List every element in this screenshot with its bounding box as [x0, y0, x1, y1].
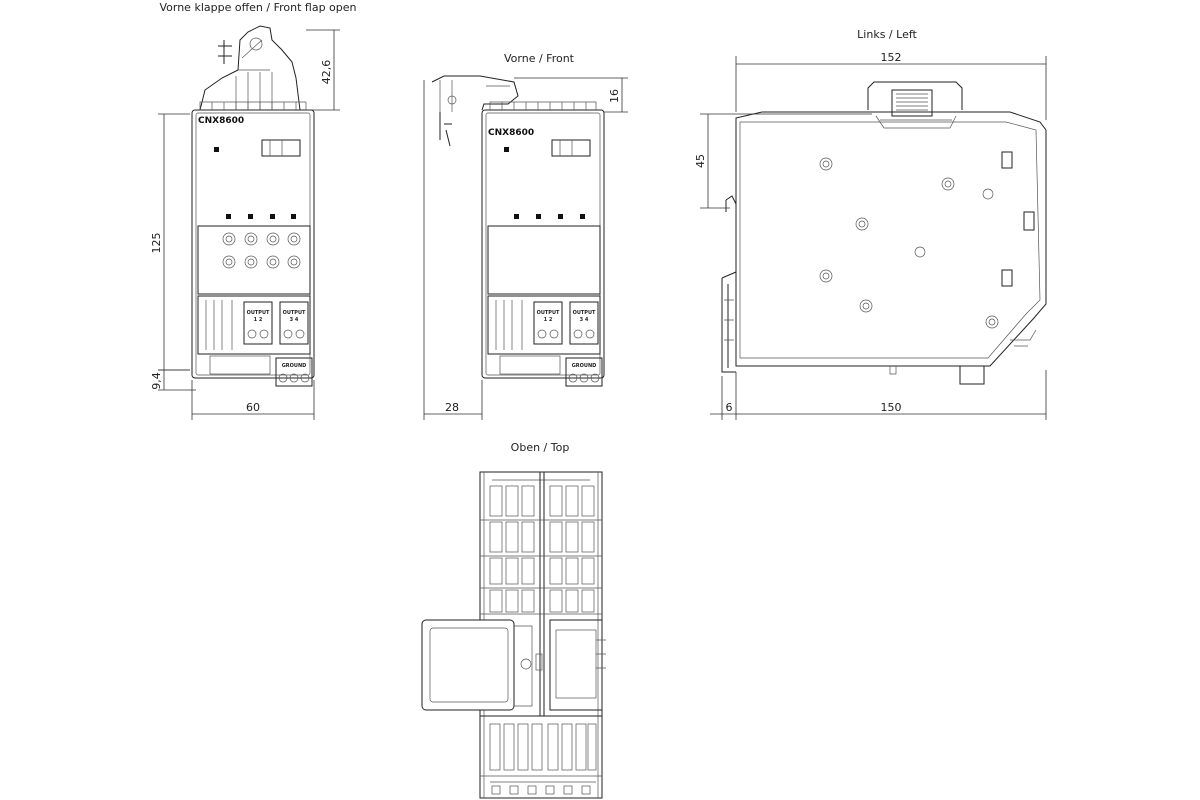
dim-width: 60: [246, 401, 260, 414]
model-label: CNX8600: [198, 116, 244, 126]
view-title-top: Oben / Top: [511, 441, 570, 454]
front-view: CNX8600 OUTPUT 1 2 OUTPUT 3 4 GROUND 16: [423, 75, 628, 420]
output-34-label-open: OUTPUT: [283, 310, 306, 316]
output-12-label: OUTPUT: [537, 310, 560, 316]
dim-depth-front: 28: [445, 401, 459, 414]
top-view: [421, 471, 606, 799]
front-open-view: CNX8600 OUTPUT 1 2 OUTPUT 3 4: [150, 25, 340, 420]
output-34-label: OUTPUT: [573, 310, 596, 316]
view-title-left: Links / Left: [857, 28, 917, 41]
dim-front-flap-height: 16: [608, 89, 621, 103]
output-12-pins-open: 1 2: [254, 317, 263, 323]
output-12-pins: 1 2: [544, 317, 553, 323]
view-title-front: Vorne / Front: [504, 52, 575, 65]
output-34-pins-open: 3 4: [290, 317, 299, 323]
output-34-pins: 3 4: [580, 317, 589, 323]
output-12-label-open: OUTPUT: [247, 310, 270, 316]
dim-overall-height: 125: [150, 233, 163, 254]
ground-label: GROUND: [572, 363, 597, 369]
dim-bottom-offset: 9,4: [150, 372, 163, 390]
model-label-front: CNX8600: [488, 128, 534, 138]
dim-left-height-upper: 45: [694, 154, 707, 168]
dim-left-top-width: 152: [881, 51, 902, 64]
dim-flap-height: 42,6: [320, 60, 333, 85]
left-view: 152 45 6 150: [694, 51, 1047, 420]
dim-left-bottom-offset: 6: [726, 401, 733, 414]
ground-label-open: GROUND: [282, 363, 307, 369]
dim-left-bottom-width: 150: [881, 401, 902, 414]
view-title-front-open: Vorne klappe offen / Front flap open: [159, 1, 356, 14]
